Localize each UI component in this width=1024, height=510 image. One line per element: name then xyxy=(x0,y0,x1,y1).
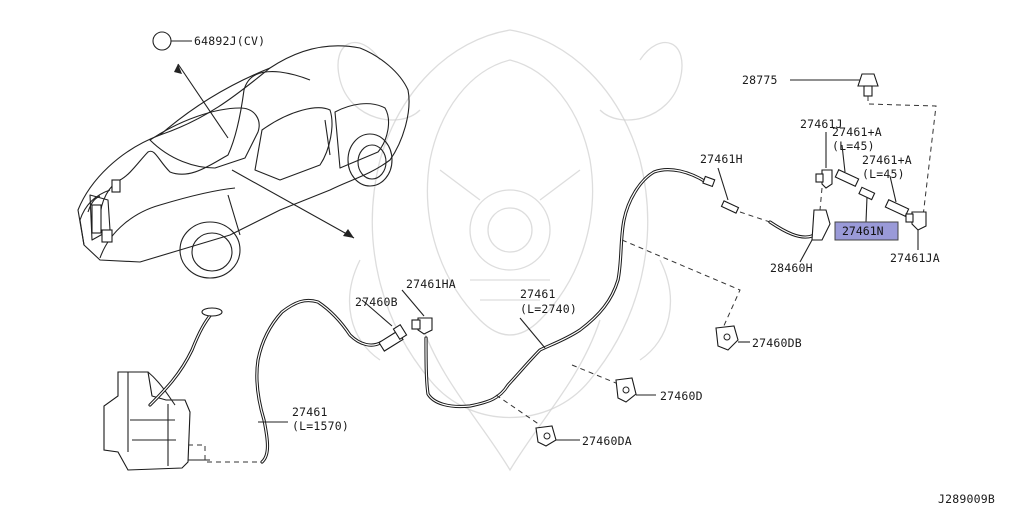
leader-27460b xyxy=(361,299,393,327)
leader-27461n xyxy=(865,196,868,223)
label-27461-2740-length: (L=2740) xyxy=(520,302,577,316)
callout-64892j: 64892J(CV) xyxy=(152,31,265,51)
label-27461j[interactable]: 27461J xyxy=(800,117,843,131)
diagram-code: J289009B xyxy=(938,492,995,506)
tube-27461a-1 xyxy=(834,168,860,188)
leader-27461a-1 xyxy=(841,144,846,173)
label-27461ha[interactable]: 27461HA xyxy=(406,277,456,291)
clip-27460db xyxy=(715,325,739,351)
label-28460h[interactable]: 28460H xyxy=(770,261,813,275)
fitting-27461j xyxy=(815,169,833,189)
label-27461h[interactable]: 27461H xyxy=(700,152,743,166)
label-27461-1570-length: (L=1570) xyxy=(292,419,349,433)
label-64892j[interactable]: 64892J(CV) xyxy=(194,34,265,48)
washer-tank xyxy=(103,307,223,471)
elbow-27461ha xyxy=(411,317,433,335)
label-27460db[interactable]: 27460DB xyxy=(752,336,802,350)
clip-27460da xyxy=(535,425,557,447)
grommet-28775 xyxy=(857,73,879,97)
tube-27461a-2 xyxy=(884,198,910,218)
cap-circle-icon xyxy=(152,31,172,51)
connector-27461h xyxy=(720,200,740,214)
leader-27461a-2 xyxy=(889,175,897,203)
dash-to-27460d xyxy=(571,364,629,389)
connector-27461n xyxy=(858,186,876,201)
hose-end-cap xyxy=(702,175,716,188)
hose-27461-2740 xyxy=(424,168,708,409)
valve-27460b xyxy=(378,324,408,352)
label-27460da[interactable]: 27460DA xyxy=(582,434,632,448)
arrow-to-assembly xyxy=(231,169,355,239)
leader-27461h xyxy=(717,167,729,201)
label-27461a-1-length: (L=45) xyxy=(832,139,875,153)
label-27461-2740-part[interactable]: 27461 xyxy=(520,287,556,301)
clip-27460d xyxy=(615,377,637,403)
car-illustration xyxy=(77,45,410,279)
nozzle-hose-28460h xyxy=(768,209,831,241)
highlight-box-27461n xyxy=(834,221,899,241)
arrowhead-up-icon xyxy=(174,64,182,74)
dash-27461j-to-nozzle xyxy=(819,187,823,211)
dash-to-27460db xyxy=(621,239,741,331)
dash-28775-to-27461ja xyxy=(867,96,937,226)
label-27461a-1-part[interactable]: 27461+A xyxy=(832,125,882,139)
watermark-emblem xyxy=(337,29,683,472)
elbow-27461ja xyxy=(905,211,927,231)
arrow-to-64892j xyxy=(177,63,229,139)
leader-27461-2740 xyxy=(519,317,546,349)
leader-27461ha xyxy=(401,289,425,317)
label-28775[interactable]: 28775 xyxy=(742,73,778,87)
label-27461a-2-part[interactable]: 27461+A xyxy=(862,153,912,167)
dash-to-27460da xyxy=(495,394,541,426)
label-27461-1570-part[interactable]: 27461 xyxy=(292,405,328,419)
arrowhead-right-icon xyxy=(343,229,354,238)
label-27460d[interactable]: 27460D xyxy=(660,389,703,403)
leader-28460h xyxy=(799,239,813,263)
label-27461ja[interactable]: 27461JA xyxy=(890,251,940,265)
label-27461a-2-length: (L=45) xyxy=(862,167,905,181)
dash-27461h-to-28460h xyxy=(739,211,771,223)
label-27460b[interactable]: 27460B xyxy=(355,295,398,309)
car-washer-hose-route xyxy=(87,71,311,243)
hose-27461-1570 xyxy=(255,298,384,464)
label-27461n[interactable]: 27461N xyxy=(842,224,884,238)
